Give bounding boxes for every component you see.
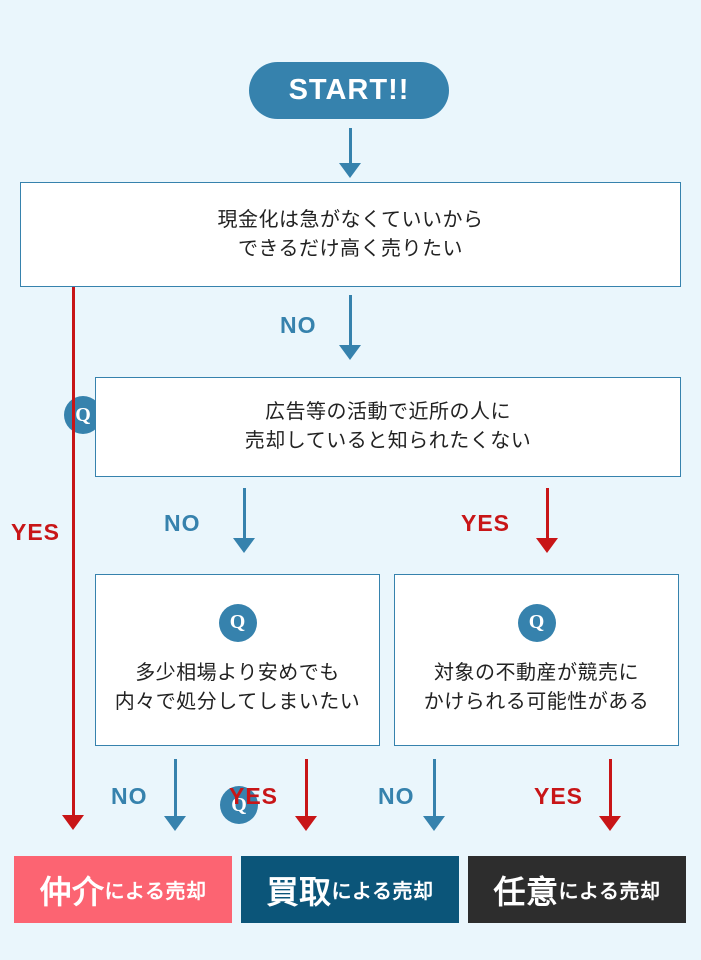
connector-q2-yes xyxy=(546,488,549,540)
question-box-3[interactable]: Q 多少相場より安めでも 内々で処分してしまいたい xyxy=(95,574,380,746)
result-box-purchase[interactable]: 買取 による売却 xyxy=(241,856,459,923)
connector-q1-yes xyxy=(72,287,75,820)
question-text-2: 広告等の活動で近所の人に 売却していると知られたくない xyxy=(244,401,532,452)
connector-start-to-q1 xyxy=(349,128,352,168)
question-box-2[interactable]: Q 広告等の活動で近所の人に 売却していると知られたくない xyxy=(95,377,681,824)
arrowhead-q1-no xyxy=(339,345,361,360)
result-sub-label: による売却 xyxy=(331,881,434,903)
branch-label-q2-yes: YES xyxy=(461,510,511,536)
arrowhead-q2-no xyxy=(233,538,255,553)
question-text-4: 対象の不動産が競売に かけられる可能性がある xyxy=(423,661,650,713)
result-box-brokerage[interactable]: 仲介 による売却 xyxy=(14,856,232,923)
arrowhead-q3-yes xyxy=(295,816,317,831)
result-sub-label: による売却 xyxy=(104,881,207,903)
branch-label-q2-no: NO xyxy=(164,510,201,536)
question-text-1: 現金化は急がなくていいから できるだけ高く売りたい xyxy=(217,208,484,260)
branch-label-q3-yes: YES xyxy=(229,783,279,809)
arrowhead-q1-yes xyxy=(62,815,84,830)
start-pill: START!! xyxy=(249,62,449,119)
connector-q1-no xyxy=(349,295,352,347)
connector-q4-no xyxy=(433,759,436,820)
connector-q3-yes xyxy=(305,759,308,820)
connector-q4-yes xyxy=(609,759,612,820)
connector-q2-no xyxy=(243,488,246,540)
question-text-3: 多少相場より安めでも 内々で処分してしまいたい xyxy=(114,661,361,713)
branch-label-q1-yes: YES xyxy=(11,519,61,545)
arrowhead-start-to-q1 xyxy=(339,163,361,178)
result-main-label: 任意 xyxy=(493,873,559,910)
result-main-label: 仲介 xyxy=(39,873,105,910)
result-main-label: 買取 xyxy=(266,873,332,910)
branch-label-q4-no: NO xyxy=(378,783,415,809)
question-box-4[interactable]: Q 対象の不動産が競売に かけられる可能性がある xyxy=(394,574,679,746)
connector-q3-no xyxy=(174,759,177,820)
arrowhead-q4-yes xyxy=(599,816,621,831)
arrowhead-q3-no xyxy=(164,816,186,831)
branch-label-q3-no: NO xyxy=(111,783,148,809)
q-badge-icon: Q xyxy=(218,603,257,642)
branch-label-q1-no: NO xyxy=(280,312,317,338)
branch-label-q4-yes: YES xyxy=(534,783,584,809)
question-box-1[interactable]: Q 現金化は急がなくていいから できるだけ高く売りたい xyxy=(20,182,681,434)
arrowhead-q4-no xyxy=(423,816,445,831)
result-box-voluntary[interactable]: 任意 による売却 xyxy=(468,856,686,923)
arrowhead-q2-yes xyxy=(536,538,558,553)
q-badge-icon: Q xyxy=(517,603,556,642)
result-sub-label: による売却 xyxy=(558,881,661,903)
q-badge-icon: Q xyxy=(220,786,258,824)
